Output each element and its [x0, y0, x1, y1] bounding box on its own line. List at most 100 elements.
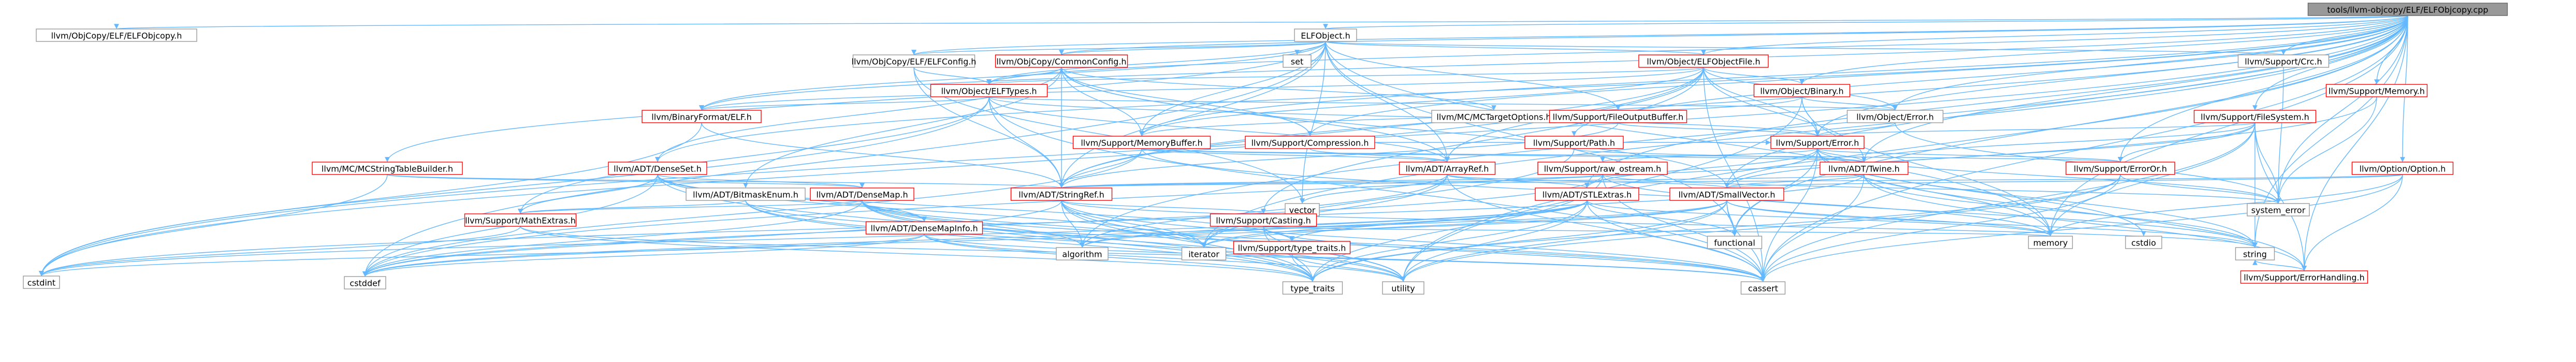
node-mcstrtab-h[interactable]: llvm/MC/MCStringTableBuilder.h: [312, 162, 463, 175]
node-crc-h[interactable]: llvm/Support/Crc.h: [2237, 54, 2330, 68]
node-label: llvm/Support/MemoryBuffer.h: [1081, 138, 1202, 148]
node-box: [464, 213, 577, 227]
node-binaryformat-elf-h[interactable]: llvm/BinaryFormat/ELF.h: [642, 110, 762, 123]
edge-elftypes_h-to-error_h: [988, 96, 1820, 137]
node-label: set: [1291, 57, 1303, 67]
node-errorhandling-h[interactable]: llvm/Support/ErrorHandling.h: [2240, 270, 2368, 284]
node-label: cstdint: [27, 278, 55, 288]
node-elfobjectfile-h[interactable]: llvm/Object/ELFObjectFile.h: [1638, 54, 1769, 68]
node-mathextras-h[interactable]: llvm/Support/MathExtras.h: [464, 213, 577, 227]
node-label: llvm/Support/MathExtras.h: [465, 216, 576, 226]
node-elfobjcopy-h[interactable]: llvm/ObjCopy/ELF/ELFObjcopy.h: [36, 28, 197, 42]
edge-stlextras_h-to-type_traits: [1310, 200, 1588, 282]
edge-bitmaskenum_h-to-type_traits: [745, 200, 1315, 282]
edge-stlextras_h-to-cassert: [1587, 200, 1766, 282]
edge-error_h-to-stlextras_h: [1584, 148, 1818, 189]
edge-error_h-to-erroror_h: [1817, 148, 2123, 163]
node-utility[interactable]: utility: [1382, 281, 1424, 295]
node-cstdint[interactable]: cstdint: [23, 276, 60, 289]
edge-filesystem_h-to-cassert: [1760, 122, 2255, 282]
node-functional[interactable]: functional: [1707, 236, 1763, 249]
node-memory-h[interactable]: llvm/Support/Memory.h: [2325, 84, 2428, 97]
edge-denseset_h-to-typetraits_sup_h: [657, 174, 1294, 242]
edge-stringref_h-to-casting_h: [1061, 200, 1266, 214]
edge-stringref_h-to-cassert: [1061, 200, 1766, 282]
node-set[interactable]: set: [1283, 54, 1312, 68]
node-arrayref-h[interactable]: llvm/ADT/ArrayRef.h: [1399, 162, 1496, 175]
edge-elfobject_h-to-memorybuffer_h: [1139, 41, 1326, 137]
node-rawostream-h[interactable]: llvm/Support/raw_ostream.h: [1537, 162, 1668, 175]
edge-stringref_h-to-iterator: [1061, 200, 1206, 248]
node-label: llvm/ADT/SmallVector.h: [1679, 190, 1775, 200]
node-error-h[interactable]: llvm/Support/Error.h: [1770, 136, 1865, 149]
node-binary-h[interactable]: llvm/Object/Binary.h: [1753, 84, 1851, 97]
node-type-traits[interactable]: type_traits: [1282, 281, 1343, 295]
edge-mcstrtab_h-to-densemap_h: [387, 174, 865, 189]
node-densemap-h[interactable]: llvm/ADT/DenseMap.h: [810, 187, 914, 201]
edge-elfobjectfile_h-to-cstdint: [39, 67, 1704, 277]
node-option-h[interactable]: llvm/Option/Option.h: [2351, 162, 2454, 175]
node-bitmaskenum-h[interactable]: llvm/ADT/BitmaskEnum.h: [686, 187, 806, 201]
edge-mathextras_h-to-type_traits: [520, 226, 1315, 282]
node-label: ELFObject.h: [1301, 31, 1350, 41]
node-cassert[interactable]: cassert: [1740, 281, 1786, 295]
edge-compression_h-to-arrayref_h: [1309, 148, 1450, 163]
node-denseset-h[interactable]: llvm/ADT/DenseSet.h: [608, 162, 707, 175]
edge-smallvector_h-to-cstddef: [362, 200, 1727, 277]
node-label: llvm/Support/FileOutputBuffer.h: [1553, 112, 1684, 122]
node-commonconfig-h[interactable]: llvm/ObjCopy/CommonConfig.h: [995, 54, 1128, 68]
edge-mathextras_h-to-cassert: [520, 226, 1766, 282]
edge-stlextras_h-to-cstdint: [39, 200, 1588, 277]
node-system-error[interactable]: system_error: [2247, 203, 2310, 216]
node-root: tools/llvm-objcopy/ELF/ELFObjcopy.cpp: [2307, 3, 2508, 16]
edge-error_h-to-rawostream_h: [1600, 148, 1818, 163]
edge-elfobjectfile_h-to-elftypes_h: [986, 67, 1704, 85]
node-erroror-h[interactable]: llvm/Support/ErrorOr.h: [2065, 162, 2175, 175]
node-fileoutputbuffer-h[interactable]: llvm/Support/FileOutputBuffer.h: [1549, 110, 1687, 123]
node-elfobject-h[interactable]: ELFObject.h: [1294, 28, 1357, 42]
node-path-h[interactable]: llvm/Support/Path.h: [1524, 136, 1624, 149]
node-algorithm[interactable]: algorithm: [1056, 247, 1109, 260]
node-box: [2028, 236, 2073, 249]
edge-smallvector_h-to-memory: [1726, 200, 2053, 237]
node-object-error-h[interactable]: llvm/Object/Error.h: [1846, 110, 1944, 123]
edge-memorybuffer_h-to-arrayref_h: [1141, 148, 1450, 163]
edge-commonconfig_h-to-elftypes_h: [986, 67, 1062, 85]
node-memorybuffer-h[interactable]: llvm/Support/MemoryBuffer.h: [1072, 136, 1211, 149]
node-smallvector-h[interactable]: llvm/ADT/SmallVector.h: [1669, 187, 1784, 201]
node-compression-h[interactable]: llvm/Support/Compression.h: [1245, 136, 1375, 149]
edge-error_h-to-system_error: [1817, 148, 2281, 204]
node-densemapinfo-h[interactable]: llvm/ADT/DenseMapInfo.h: [865, 221, 983, 235]
edge-commonconfig_h-to-memorybuffer_h: [1061, 67, 1144, 137]
node-iterator[interactable]: iterator: [1181, 247, 1227, 260]
node-string[interactable]: string: [2235, 247, 2275, 260]
node-stringref-h[interactable]: llvm/ADT/StringRef.h: [1010, 187, 1113, 201]
edge-errorhandling_h-to-string: [2252, 259, 2305, 271]
node-label: llvm/MC/MCStringTableBuilder.h: [322, 164, 453, 174]
node-cstddef[interactable]: cstddef: [344, 276, 386, 289]
node-box: [1770, 136, 1865, 149]
node-mctargetoptions-h[interactable]: llvm/MC/MCTargetOptions.h: [1431, 110, 1556, 123]
node-filesystem-h[interactable]: llvm/Support/FileSystem.h: [2193, 110, 2317, 123]
node-casting-h[interactable]: llvm/Support/Casting.h: [1210, 213, 1317, 227]
node-box: [810, 187, 914, 201]
edge-densemapinfo_h-to-cstdint: [39, 234, 925, 277]
node-label: llvm/ADT/STLExtras.h: [1542, 190, 1632, 200]
node-elfconfig-h[interactable]: llvm/ObjCopy/ELF/ELFConfig.h: [852, 54, 977, 68]
node-box: [2193, 110, 2317, 123]
node-label: llvm/ADT/BitmaskEnum.h: [693, 190, 798, 200]
edge-path_h-to-iterator: [1201, 148, 1575, 248]
node-cstdio[interactable]: cstdio: [2125, 236, 2162, 249]
node-memory[interactable]: memory: [2028, 236, 2073, 249]
node-twine-h[interactable]: llvm/ADT/Twine.h: [1820, 162, 1909, 175]
node-elftypes-h[interactable]: llvm/Object/ELFTypes.h: [930, 84, 1048, 97]
edge-typetraits_sup_h-to-utility: [1291, 253, 1406, 282]
edge-commonconfig_h-to-arrayref_h: [1061, 67, 1450, 163]
node-box: [1399, 162, 1496, 175]
node-typetraits-sup-h[interactable]: llvm/Support/type_traits.h: [1233, 241, 1351, 254]
node-stlextras-h[interactable]: llvm/ADT/STLExtras.h: [1535, 187, 1639, 201]
node-box: [2325, 84, 2428, 97]
node-box: [2125, 236, 2162, 249]
edge-casting_h-to-cassert: [1263, 226, 1766, 282]
edge-elfobject_h-to-elftypes_h: [986, 41, 1326, 85]
